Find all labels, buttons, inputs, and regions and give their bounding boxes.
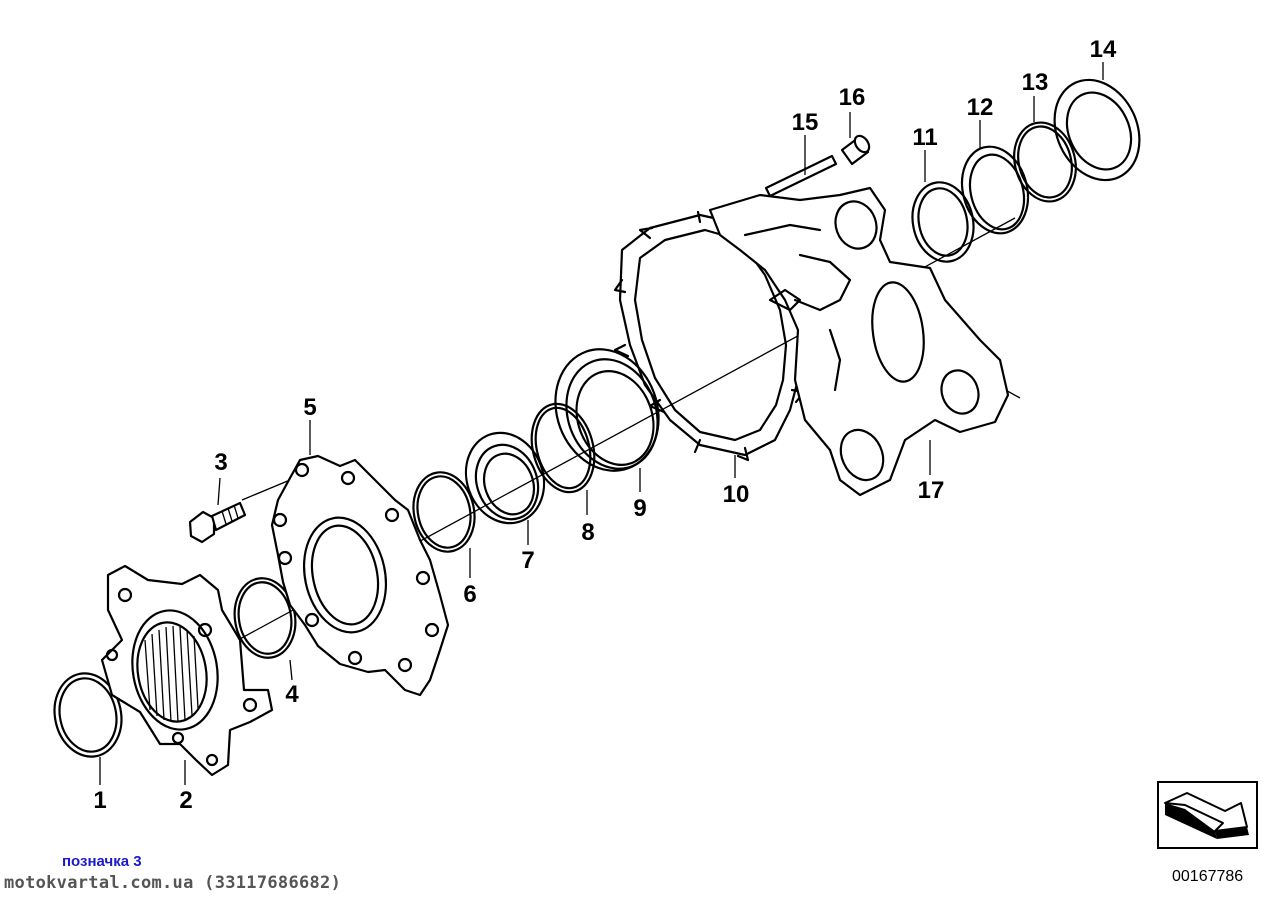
label-15: 15 [792, 109, 819, 136]
part-17-final-drive-housing [708, 186, 1010, 497]
label-5: 5 [303, 394, 316, 421]
part-16-sleeve [840, 134, 871, 166]
label-9: 9 [633, 495, 646, 522]
label-10: 10 [723, 481, 750, 508]
label-8: 8 [581, 519, 594, 546]
part-13-circlip [1013, 121, 1077, 203]
part-12-ring [960, 145, 1030, 235]
label-17: 17 [918, 477, 945, 504]
watermark: motokvartal.com.ua (33117686682) [4, 873, 342, 893]
label-1: 1 [93, 787, 106, 814]
label-3: 3 [214, 449, 227, 476]
leader-lines [99, 62, 1104, 785]
part-8-ring [530, 402, 596, 494]
label-11: 11 [912, 124, 937, 151]
part-5-cover [270, 454, 450, 697]
part-6-o-ring [412, 471, 476, 553]
part-1-circlip [53, 672, 123, 758]
part-labels: 1 2 3 4 5 6 7 8 9 10 11 12 13 14 15 16 1… [93, 36, 1117, 814]
label-6: 6 [463, 581, 476, 608]
label-14: 14 [1090, 36, 1117, 63]
label-16: 16 [839, 84, 866, 111]
orientation-arrow-icon [1157, 781, 1258, 849]
part-3-bolt [188, 501, 247, 544]
part-15-pin [764, 154, 838, 198]
label-12: 12 [967, 94, 994, 121]
label-7: 7 [521, 547, 534, 574]
part-9-bearing [554, 348, 660, 472]
tag-label: позначка 3 [62, 853, 142, 870]
drawing-number: 00167786 [1172, 868, 1244, 885]
label-13: 13 [1022, 69, 1049, 96]
part-14-shim [1053, 78, 1141, 182]
label-4: 4 [285, 681, 299, 708]
label-2: 2 [179, 787, 192, 814]
part-2-drive-flange [100, 564, 274, 777]
part-7-shaft-seal [464, 431, 546, 525]
